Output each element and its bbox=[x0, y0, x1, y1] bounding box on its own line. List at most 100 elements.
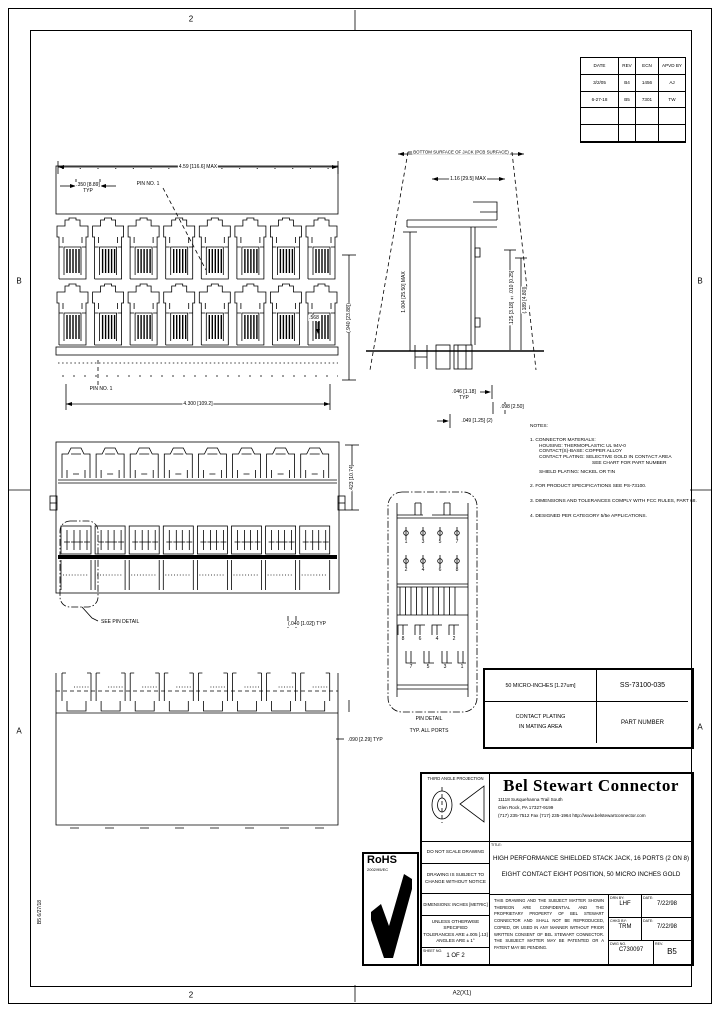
checked-date-value: 7/22/98 bbox=[656, 924, 678, 930]
company-address-2: Glen Rock, PA 17327-9199 bbox=[498, 804, 554, 810]
tolerance-cell: UNLESS OTHERWISE SPECIFIED TOLERANCES AR… bbox=[422, 916, 490, 948]
rev-cell-empty bbox=[619, 125, 636, 142]
title-block: THIRD ANGLE PROJECTION Bel Stewart Conne… bbox=[420, 772, 694, 966]
tolerance-line1: UNLESS OTHERWISE SPECIFIED bbox=[431, 919, 480, 931]
rear-tail-dim-label: (.040 [1.02]) TYP bbox=[287, 621, 327, 627]
plating-label-line2: IN MATING AREA bbox=[518, 723, 563, 730]
pin-detail-caption-1: PIN DETAIL bbox=[414, 716, 444, 722]
note-line: HOUSING: THERMOPLASTIC UL 94V-0 bbox=[539, 443, 626, 449]
note-line: 1. CONNECTOR MATERIALS: bbox=[530, 437, 596, 443]
plot-stamp: B5 6/27/18 bbox=[37, 899, 43, 925]
notes-header: NOTES: bbox=[530, 424, 548, 429]
change-notice-line2: CHANGE WITHOUT NOTICE bbox=[425, 878, 486, 884]
sheet-inner-border bbox=[30, 30, 692, 987]
pin-number: 2 bbox=[404, 567, 408, 573]
checked-by-value: TRM bbox=[618, 924, 632, 930]
dim-depth-label: 1.16 [29.5] MAX bbox=[449, 176, 487, 182]
dim-standoff-label: (.189 [4.80]) bbox=[521, 286, 529, 314]
pin1-bottom-callout-label: PIN NO. 1 bbox=[88, 386, 114, 392]
pin-number: 7 bbox=[455, 539, 459, 545]
revision-cell: REV. B5 bbox=[654, 941, 690, 964]
rev-cell: 6-27-18 bbox=[581, 91, 619, 109]
rev-col-header: REV bbox=[619, 58, 636, 75]
part-number-value-cell: SS-73100-035 bbox=[597, 670, 688, 702]
drawn-date-label: DATE: bbox=[643, 896, 654, 900]
rev-cell: B5 bbox=[619, 91, 636, 109]
zone-label-bottom: 2 bbox=[188, 990, 194, 1000]
plating-label-cell: CONTACT PLATING IN MATING AREA bbox=[485, 702, 597, 743]
note-line: CONTACT PLATING: SELECTIVE GOLD IN CONTA… bbox=[539, 455, 672, 460]
rev-col-header: DATE bbox=[581, 58, 619, 75]
note-line: CONTACT(S)-BASE: COPPER ALLOY bbox=[539, 449, 623, 455]
company-cell: Bel Stewart Connector 11118 Susquehanna … bbox=[490, 774, 692, 842]
notes-block: NOTES: 1. CONNECTOR MATERIALS: HOUSING: … bbox=[530, 424, 710, 520]
pin-number: 5 bbox=[426, 664, 430, 670]
dim-pin-a-label: .046 [1.18] TYP bbox=[451, 389, 477, 401]
drawing-number-label: DWG NO. bbox=[610, 942, 627, 946]
drawing-title-line1: HIGH PERFORMANCE SHIELDED STACK JACK, 16… bbox=[492, 855, 690, 862]
drawing-title-cell: TITLE: HIGH PERFORMANCE SHIELDED STACK J… bbox=[490, 842, 692, 895]
checked-date-label: DATE: bbox=[643, 919, 654, 923]
rohs-mark: RoHS 2002/95/EC bbox=[362, 852, 419, 966]
sheet-number-value: 1 OF 2 bbox=[446, 953, 465, 959]
tolerance-line2: TOLERANCES ARE ±.005 [.13] bbox=[423, 931, 488, 937]
note-line: 2. FOR PRODUCT SPECIFICATIONS SEE PS-731… bbox=[530, 484, 647, 490]
rev-cell-empty bbox=[636, 108, 659, 126]
rev-cell-empty bbox=[581, 108, 619, 126]
pin-number: 6 bbox=[418, 636, 422, 642]
pin-number: 3 bbox=[443, 664, 447, 670]
rev-cell-empty bbox=[659, 108, 685, 126]
zone-label-left-a: A bbox=[16, 726, 22, 736]
rohs-name: RoHS bbox=[367, 854, 397, 866]
zone-label-right-a: A bbox=[697, 722, 703, 732]
rear-height-dim-label: .423 [10.74] bbox=[348, 464, 356, 492]
change-notice-line1: DRAWING IS SUBJECT TO bbox=[426, 872, 485, 878]
rev-cell-empty bbox=[581, 125, 619, 142]
rohs-checkmark-icon bbox=[371, 874, 412, 958]
projection-cell: THIRD ANGLE PROJECTION bbox=[422, 774, 490, 842]
rev-cell-empty bbox=[636, 125, 659, 142]
company-name: Bel Stewart Connector bbox=[503, 776, 679, 795]
rev-col-header: APVD BY bbox=[659, 58, 685, 75]
drawn-date-cell: DATE: 7/22/98 bbox=[642, 895, 692, 918]
dim-port-width-label: .568 bbox=[308, 315, 320, 321]
company-address-1: 11118 Susquehanna Trail South bbox=[498, 797, 563, 802]
projection-label: THIRD ANGLE PROJECTION bbox=[427, 776, 484, 781]
rev-cell: 1456 bbox=[636, 74, 659, 92]
bottom-tail-dim-label: .090 [2.29] TYP bbox=[347, 737, 384, 743]
pin-number: 6 bbox=[438, 567, 442, 573]
drawing-number-cell: DWG NO. C730097 bbox=[609, 941, 654, 964]
note-line: 4. DESIGNED PER CATEGORY 5/5e APPLICATIO… bbox=[530, 513, 647, 519]
rev-cell: B4 bbox=[619, 74, 636, 92]
drawing-number-value: C730097 bbox=[618, 947, 644, 953]
checked-by-cell: CHKD BY: TRM bbox=[609, 918, 642, 941]
pin-number: 5 bbox=[438, 539, 442, 545]
sheet-number-cell: SHEET NO. 1 OF 2 bbox=[422, 948, 490, 964]
rev-cell: 3/2/05 bbox=[581, 74, 619, 92]
note-line: SEE CHART FOR PART NUMBER bbox=[592, 460, 667, 466]
pin-number: 1 bbox=[460, 664, 464, 670]
dim-port-pitch-label: .350 [8.89] TYP bbox=[75, 182, 101, 194]
company-address-3: (717) 235-7512 Fax (717) 235-1964 http:/… bbox=[498, 812, 646, 818]
part-number-table: 50 MICRO-INCHES [1.27um] SS-73100-035 CO… bbox=[483, 668, 694, 749]
drawn-by-cell: DRN BY: LHF bbox=[609, 895, 642, 918]
dim-pcb-thickness-label: .125 [3.18] ±.010 [0.25] bbox=[508, 270, 516, 326]
do-not-scale-cell: DO NOT SCALE DRAWING bbox=[422, 842, 490, 864]
part-number-label-cell: PART NUMBER bbox=[620, 719, 664, 726]
pin1-top-callout-label: PIN NO. 1 bbox=[135, 181, 161, 187]
rear-view-drawing bbox=[49, 441, 346, 594]
pin-number: 3 bbox=[421, 539, 425, 545]
revision-label: REV. bbox=[655, 942, 664, 946]
rev-cell-empty bbox=[659, 125, 685, 142]
dimension-units-cell: DIMENSIONS: INCHES [METRIC] bbox=[422, 894, 490, 916]
sheet-number-label: SHEET NO. bbox=[423, 949, 443, 953]
plating-value-cell: 50 MICRO-INCHES [1.27um] bbox=[485, 670, 597, 702]
dim-port-pitch-suffix: TYP bbox=[83, 188, 93, 194]
pin-number: 4 bbox=[435, 636, 439, 642]
rev-col-header: ECN bbox=[636, 58, 659, 75]
bottom-stamp: A2(X1) bbox=[452, 990, 472, 997]
zone-label-top: 2 bbox=[188, 14, 194, 24]
dim-port-pitch-value: .350 [8.89] bbox=[76, 182, 100, 188]
dim-pin-a-value: .046 [1.18] bbox=[452, 389, 476, 395]
